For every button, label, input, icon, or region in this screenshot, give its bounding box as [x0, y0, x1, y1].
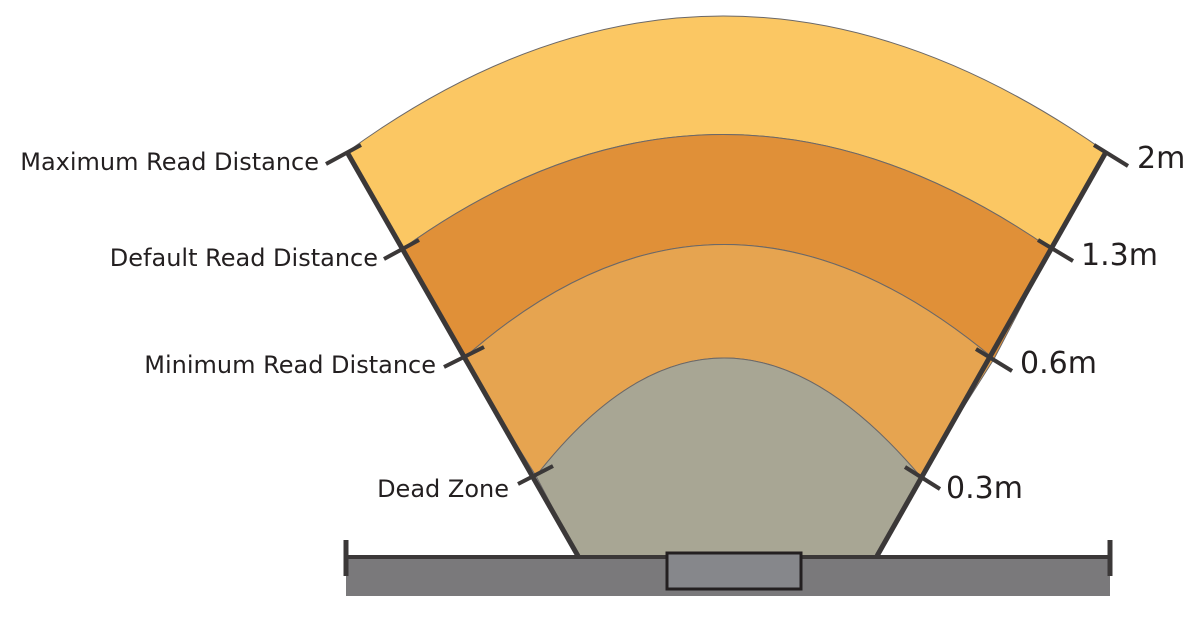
right-tick-1.3m	[1036, 238, 1075, 263]
label-dead-zone: Dead Zone	[377, 475, 509, 503]
label-distance-0.3m: 0.3m	[946, 471, 1023, 506]
reader-device	[665, 551, 803, 591]
zone-dead	[535, 357, 921, 557]
right-tick-0.3m	[903, 465, 942, 491]
left-tick-minimum	[443, 345, 485, 369]
left-tick-maximum	[325, 143, 362, 166]
right-tick-0.6m	[974, 347, 1014, 373]
label-maximum-read-distance: Maximum Read Distance	[20, 148, 319, 176]
cone-left-edge	[344, 150, 581, 558]
left-tick-default	[383, 238, 420, 261]
cone-right-edge	[874, 150, 1109, 558]
left-tick-dead-zone	[517, 464, 554, 486]
right-tick-2m	[1092, 143, 1130, 168]
label-distance-2m: 2m	[1137, 141, 1185, 176]
label-default-read-distance: Default Read Distance	[110, 244, 378, 272]
label-distance-1.3m: 1.3m	[1081, 238, 1158, 273]
label-distance-0.6m: 0.6m	[1020, 346, 1097, 381]
label-minimum-read-distance: Minimum Read Distance	[144, 351, 436, 379]
